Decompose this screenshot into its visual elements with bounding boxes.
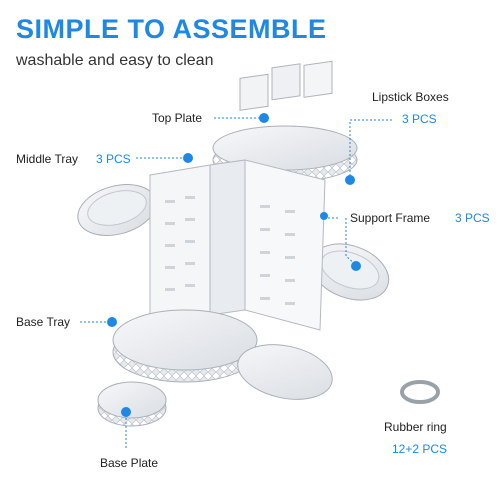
rubber-ring-label: Rubber ring bbox=[384, 420, 447, 434]
page-subtitle: washable and easy to clean bbox=[16, 52, 214, 69]
middle-tray-label: Middle Tray bbox=[16, 152, 79, 166]
rubber-ring-part bbox=[400, 380, 440, 404]
base-plate-label: Base Plate bbox=[100, 456, 159, 470]
support-frame-part bbox=[149, 159, 326, 331]
callout-dots bbox=[107, 113, 361, 417]
middle-tray-left-part bbox=[77, 184, 157, 236]
top-plate-label: Top Plate bbox=[152, 111, 203, 125]
rubber-ring-qty: 12+2 PCS bbox=[392, 442, 448, 456]
base-plate-part bbox=[97, 381, 167, 427]
callout-lines bbox=[80, 117, 392, 448]
lipstick-boxes-qty: 3 PCS bbox=[402, 112, 437, 126]
base-tray-part bbox=[112, 309, 258, 383]
lower-tray-right-part bbox=[237, 344, 333, 400]
base-tray-label: Base Tray bbox=[16, 315, 71, 329]
support-frame-qty: 3 PCS bbox=[455, 211, 490, 225]
support-frame-label: Support Frame bbox=[350, 211, 431, 225]
page-title: SIMPLE TO ASSEMBLE bbox=[16, 14, 327, 44]
top-plate-part bbox=[212, 60, 358, 183]
middle-tray-qty: 3 PCS bbox=[96, 152, 131, 166]
lipstick-boxes-label: Lipstick Boxes bbox=[372, 90, 449, 104]
